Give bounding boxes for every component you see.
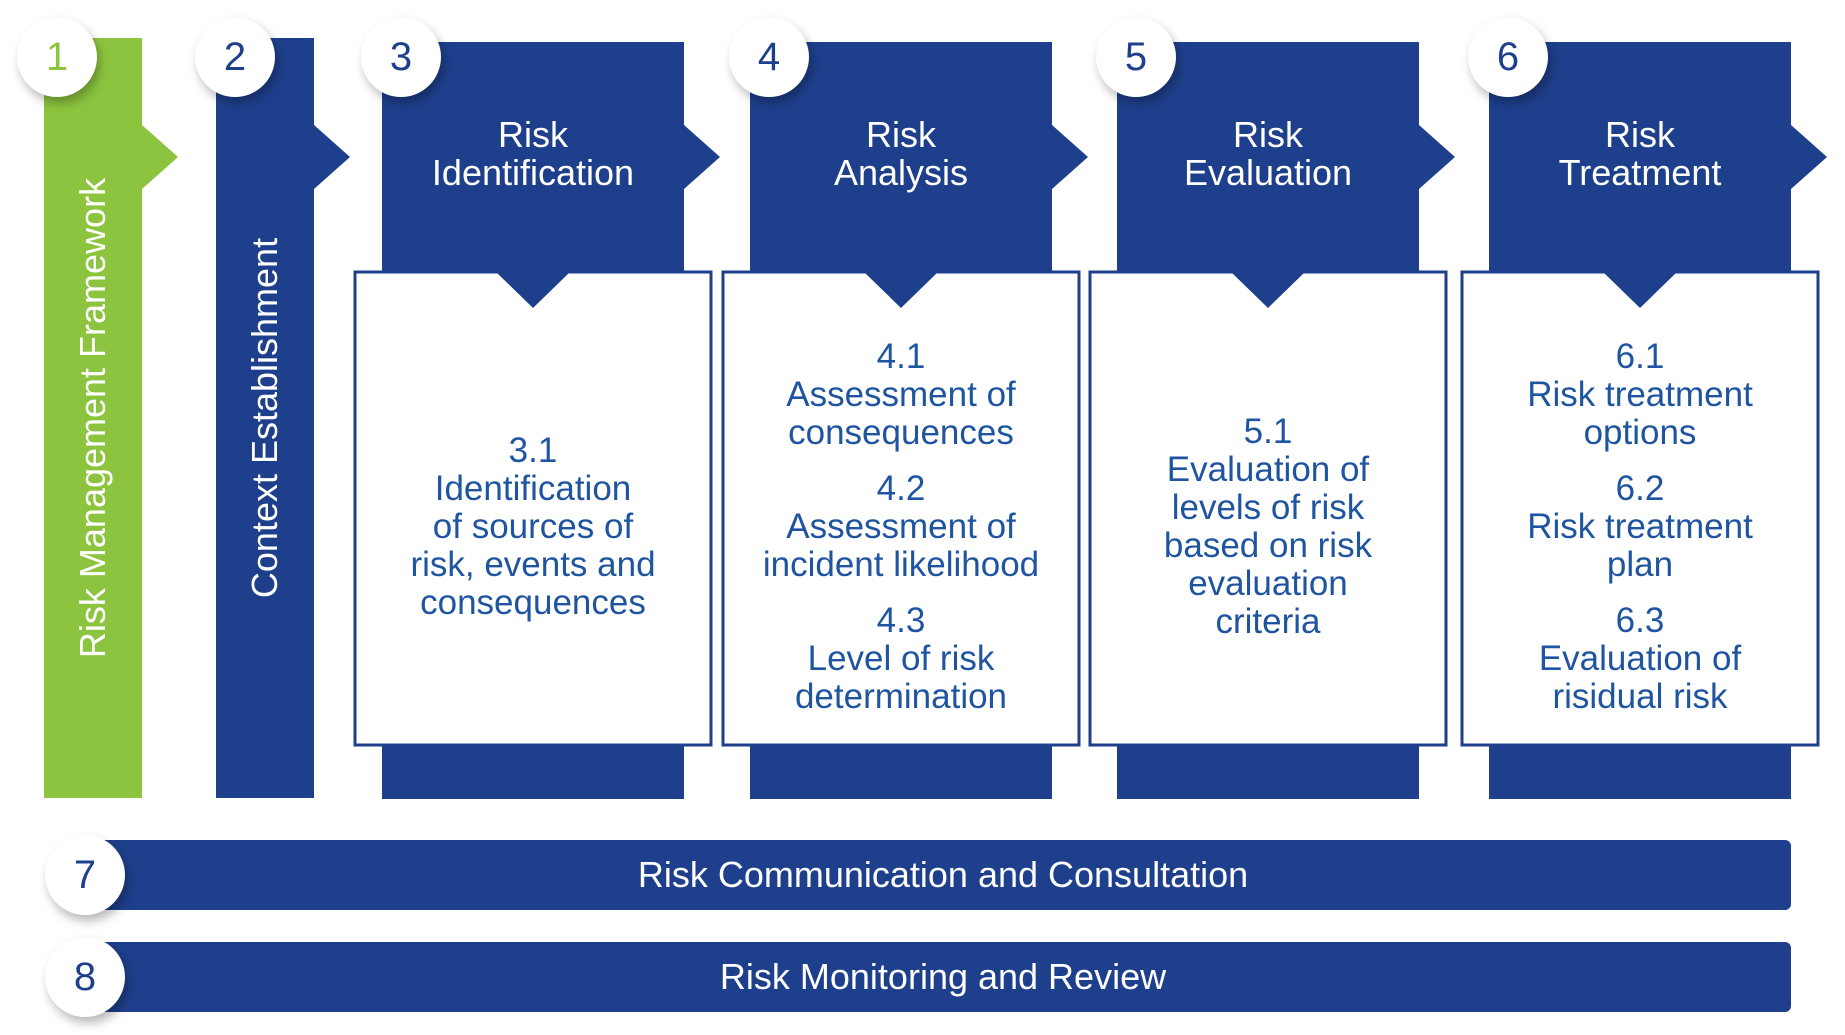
item-6-1: 6.1 Risk treatment options xyxy=(1527,336,1753,452)
step-6-arrow xyxy=(1791,125,1827,189)
context-column xyxy=(216,38,350,798)
context-label: Context Establishment xyxy=(244,237,285,599)
bar-7-background xyxy=(95,840,1791,910)
step-4-title: Risk Analysis xyxy=(833,114,969,193)
step-8-badge: 8 xyxy=(45,937,125,1017)
step-4-badge: 4 xyxy=(729,17,809,97)
step-3-arrow xyxy=(684,125,720,189)
step-5-title: Risk Evaluation xyxy=(1183,114,1353,193)
bar-8-background xyxy=(95,942,1791,1012)
framework-label: Risk Management Framework xyxy=(72,177,113,659)
item-5-1: 5.1 Evaluation of levels of risk based o… xyxy=(1163,411,1373,641)
item-4-2: 4.2 Assessment of incident likelihood xyxy=(762,468,1040,584)
item-4-3: 4.3 Level of risk determination xyxy=(794,600,1008,716)
step-5-box xyxy=(1088,270,1448,747)
step-6-content: 6.1 Risk treatment options 6.2 Risk trea… xyxy=(1462,308,1818,745)
step-4-box xyxy=(721,270,1081,747)
bar-7-label: Risk Communication and Consultation xyxy=(637,854,1249,895)
item-4-1: 4.1 Assessment of consequences xyxy=(786,336,1016,452)
step-1-badge: 1 xyxy=(17,17,97,97)
step-4-arrow xyxy=(1052,125,1088,189)
step-3-title: Risk Identification xyxy=(431,114,635,193)
item-6-3: 6.3 Evaluation of risidual risk xyxy=(1538,600,1742,716)
step-5-badge: 5 xyxy=(1096,17,1176,97)
step-6-title: Risk Treatment xyxy=(1558,114,1722,193)
step-3-content: 3.1 Identification of sources of risk, e… xyxy=(355,308,711,745)
step-6-badge: 6 xyxy=(1468,17,1548,97)
step-5-pointer xyxy=(1231,272,1305,308)
item-6-2: 6.2 Risk treatment plan xyxy=(1527,468,1753,584)
step-4-pointer xyxy=(864,272,938,308)
step-3-pointer xyxy=(496,272,570,308)
step-5-arrow xyxy=(1419,125,1455,189)
bar-8-label: Risk Monitoring and Review xyxy=(719,956,1167,997)
step-7-badge: 7 xyxy=(45,835,125,915)
step-3-badge: 3 xyxy=(361,17,441,97)
step-5-content: 5.1 Evaluation of levels of risk based o… xyxy=(1090,308,1446,745)
step-4-content: 4.1 Assessment of consequences 4.2 Asses… xyxy=(723,308,1079,745)
step-2-badge: 2 xyxy=(195,17,275,97)
framework-column xyxy=(44,38,178,798)
step-6-pointer xyxy=(1603,272,1677,308)
step-3-box xyxy=(353,270,713,747)
item-3-1: 3.1 Identification of sources of risk, e… xyxy=(410,430,656,622)
